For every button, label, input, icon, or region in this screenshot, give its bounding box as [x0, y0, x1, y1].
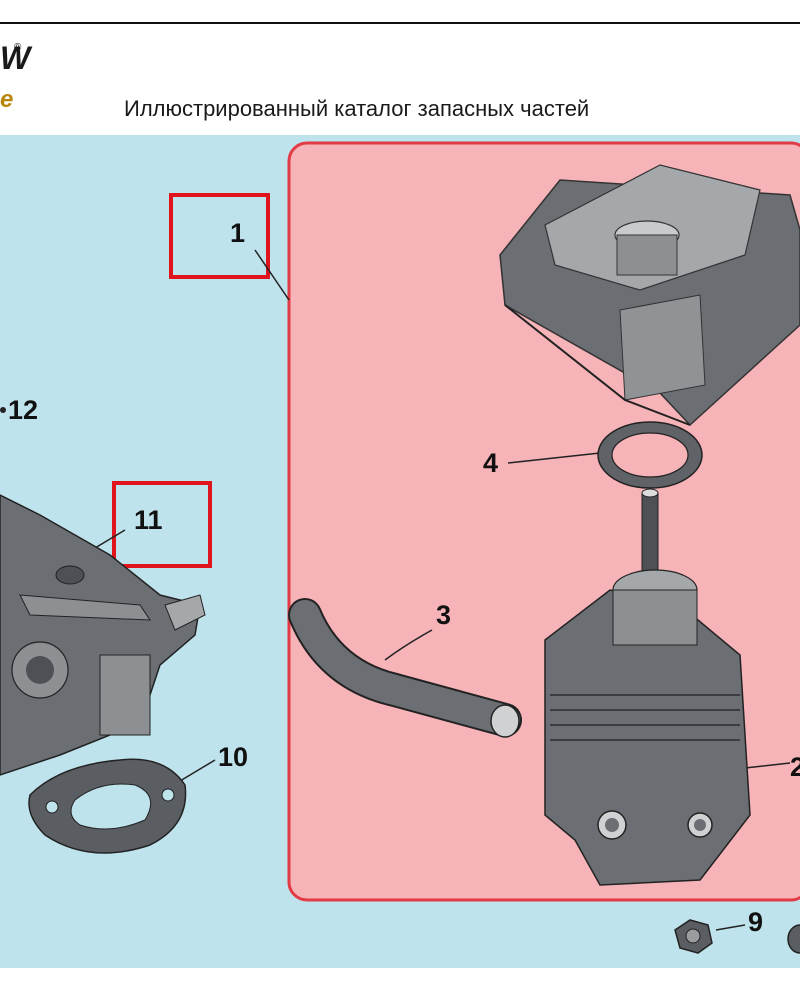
callout-9: 9 — [748, 907, 764, 937]
leader-4 — [507, 452, 601, 464]
rubber-hose — [288, 598, 522, 738]
callout-2: 2 — [790, 752, 800, 782]
callout-3: 3 — [436, 600, 452, 630]
brand-logo: W — [0, 40, 30, 76]
flange-nut — [674, 919, 800, 954]
oil-reservoir-body — [544, 569, 751, 886]
leader-9 — [715, 924, 746, 931]
brand-logo-subtext: e — [0, 86, 14, 113]
gasket-ring — [597, 421, 703, 489]
exploded-parts-diagram — [0, 141, 800, 954]
callout-10: 10 — [218, 742, 249, 772]
leader-3 — [384, 629, 433, 661]
callout-11: 11 — [134, 505, 163, 535]
callout-1: 1 — [230, 218, 246, 248]
carburetor-gasket — [28, 758, 187, 854]
callout-4: 4 — [483, 448, 499, 478]
part-12-marker — [0, 407, 6, 413]
callout-12: 12 — [8, 395, 39, 425]
page-header: W ® e Иллюстрированный каталог запасных … — [0, 0, 800, 135]
page-title: Иллюстрированный каталог запасных частей — [124, 96, 590, 121]
oil-bath-housing — [499, 164, 800, 427]
highlight-box-11 — [112, 481, 212, 568]
header-rule — [0, 22, 800, 24]
registered-mark: ® — [14, 42, 22, 53]
highlight-box-1 — [169, 193, 270, 279]
leader-1 — [254, 249, 290, 301]
leader-2 — [744, 762, 791, 769]
carburetor-assembly — [0, 494, 206, 776]
